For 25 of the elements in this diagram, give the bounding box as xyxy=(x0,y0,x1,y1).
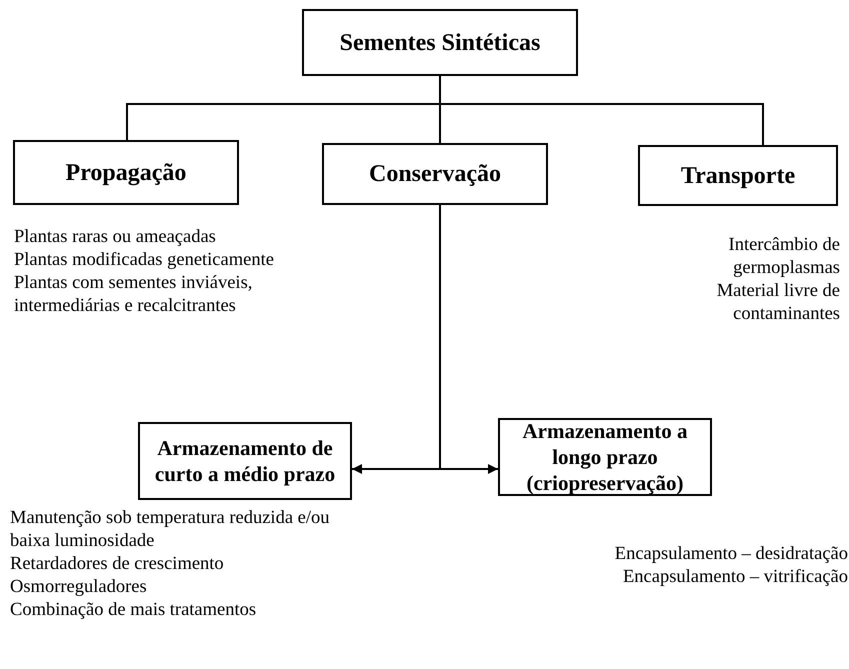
process-box xyxy=(302,9,578,76)
list-item: Plantas modificadas geneticamente xyxy=(14,249,275,272)
process-box xyxy=(13,140,239,205)
arrow xyxy=(439,205,498,474)
process-box xyxy=(322,143,548,205)
box-title: Propagação xyxy=(66,158,186,188)
list-item: Osmorreguladores xyxy=(10,576,148,599)
list-item: Plantas raras ou ameaçadas xyxy=(14,226,217,249)
connector-line xyxy=(439,76,764,145)
box-title: Conservação xyxy=(369,160,501,189)
list-item: Manutenção sob temperatura reduzida e/ou baixa luminosidade xyxy=(10,507,331,553)
list-item: Encapsulamento – vitrificação xyxy=(622,566,848,589)
process-box xyxy=(498,418,712,496)
list-item: Intercâmbio de germoplasmas xyxy=(728,234,840,280)
box-title: Sementes Sintéticas xyxy=(340,28,540,58)
box-title: Armazenamento a longo prazo (criopreservação) xyxy=(521,418,689,496)
box-title: Transporte xyxy=(680,162,796,190)
list-item: Combinação de mais tratamentos xyxy=(10,599,258,622)
list-item: Encapsulamento – desidratação xyxy=(614,543,848,566)
process-box xyxy=(638,145,838,206)
process-box xyxy=(138,422,352,500)
box-title: Armazenamento de curto a médio prazo xyxy=(154,434,336,488)
list-item: Plantas com sementes inviáveis, intermediárias e recalcitrantes xyxy=(14,272,254,318)
list-item: Material livre de contaminantes xyxy=(716,280,840,326)
list-item: Retardadores de crescimento xyxy=(10,553,225,576)
